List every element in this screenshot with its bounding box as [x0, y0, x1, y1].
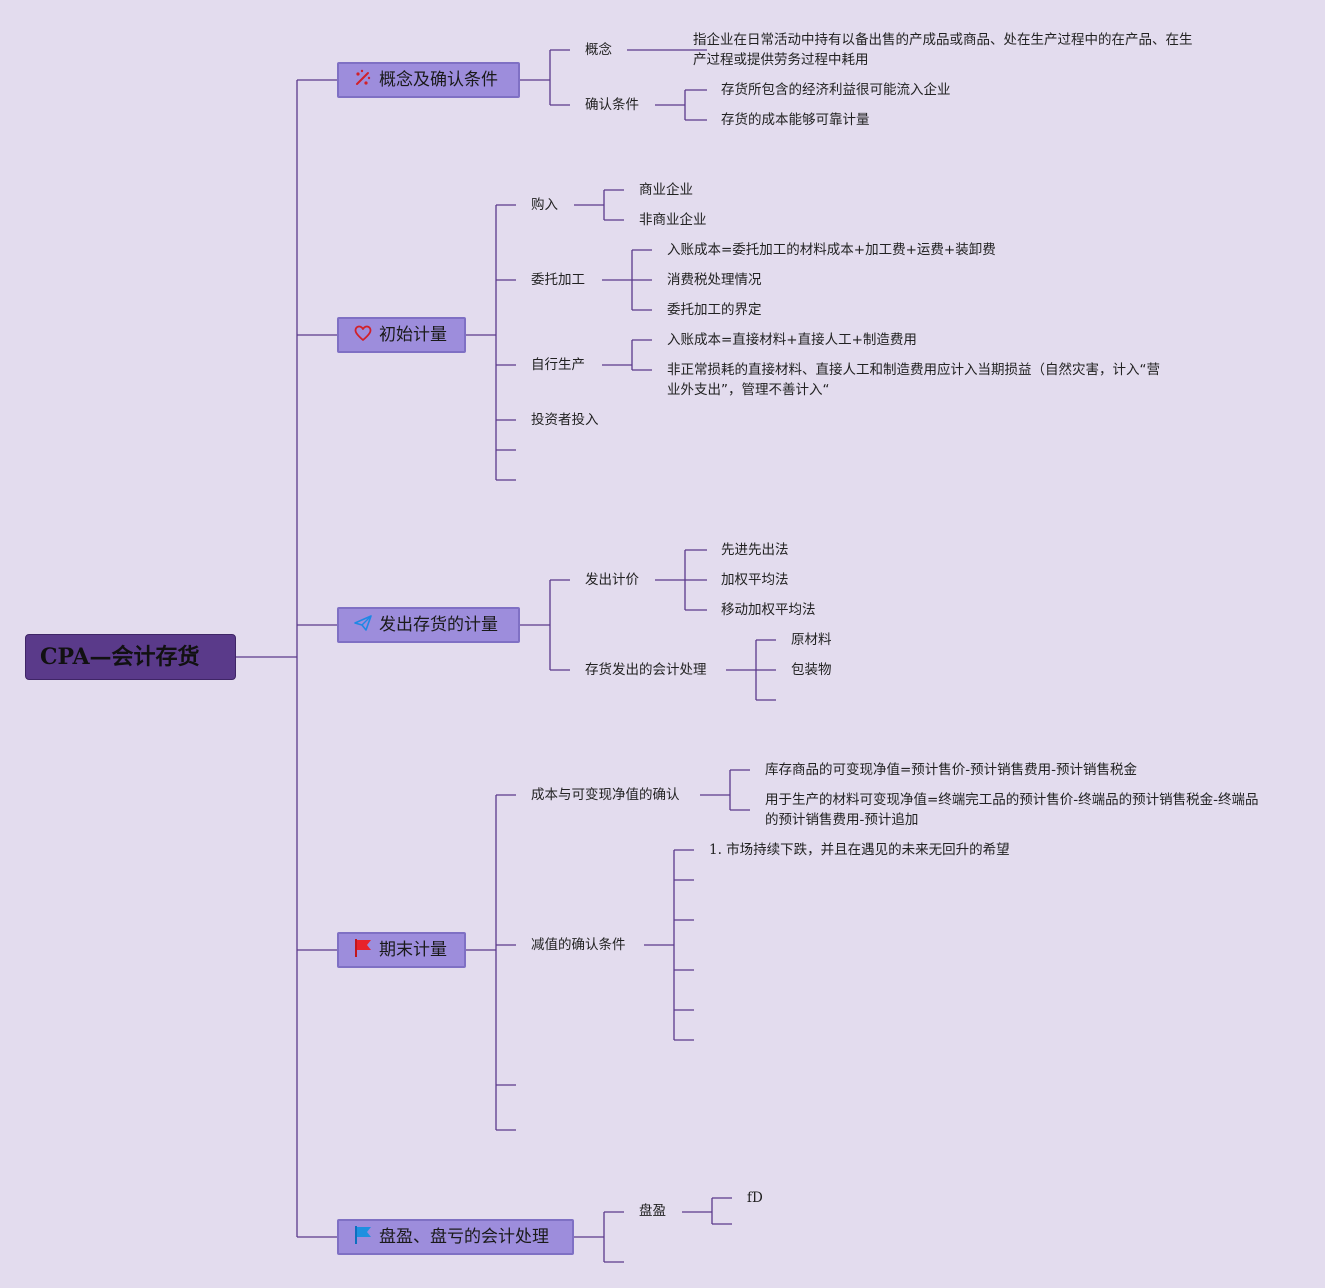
- purchase-non-commercial[interactable]: 非商业企业: [639, 212, 707, 228]
- paper-plane-icon: [353, 613, 375, 633]
- topic-outsourced-processing[interactable]: 委托加工: [531, 272, 585, 288]
- topic-label: 发出存货的计量: [379, 615, 498, 635]
- topic-cost-vs-nrv[interactable]: 成本与可变现净值的确认: [531, 787, 680, 803]
- issue-packaging[interactable]: 包装物: [791, 662, 832, 678]
- production-cost-formula[interactable]: 入账成本=直接材料+直接人工+制造费用: [667, 332, 917, 348]
- root-title: CPA—会计存货: [40, 644, 200, 670]
- topic-issued-inventory[interactable]: 发出存货的计量: [337, 607, 520, 643]
- topic-self-production[interactable]: 自行生产: [531, 357, 585, 373]
- root-topic[interactable]: CPA—会计存货: [25, 634, 236, 680]
- topic-label: 盘盈、盘亏的会计处理: [379, 1227, 549, 1247]
- purchase-commercial[interactable]: 商业企业: [639, 182, 693, 198]
- topic-surplus[interactable]: 盘盈: [639, 1203, 666, 1219]
- condition-economic-benefit[interactable]: 存货所包含的经济利益很可能流入企业: [721, 82, 951, 98]
- sparkle-icon: [353, 68, 375, 88]
- topic-period-end-measurement[interactable]: 期末计量: [337, 932, 466, 968]
- topic-issue-accounting[interactable]: 存货发出的会计处理: [585, 662, 707, 678]
- topic-label: 初始计量: [379, 325, 447, 345]
- issue-raw-materials[interactable]: 原材料: [791, 632, 832, 648]
- topic-surplus-shortage[interactable]: 盘盈、盘亏的会计处理: [337, 1219, 574, 1255]
- method-weighted-average[interactable]: 加权平均法: [721, 572, 789, 588]
- topic-investor-contribution[interactable]: 投资者投入: [531, 412, 599, 428]
- production-abnormal-loss[interactable]: 非正常损耗的直接材料、直接人工和制造费用应计入当期损益（自然灾害，计入“营业外支…: [667, 362, 1160, 398]
- topic-concept[interactable]: 概念: [585, 42, 612, 58]
- topic-label: 概念及确认条件: [379, 70, 498, 90]
- topic-label: 期末计量: [379, 940, 447, 960]
- topic-impairment-conditions[interactable]: 减值的确认条件: [531, 937, 626, 953]
- processing-definition[interactable]: 委托加工的界定: [667, 302, 762, 318]
- impairment-condition-1[interactable]: 1. 市场持续下跌，并且在遇见的未来无回升的希望: [709, 842, 1010, 858]
- topic-pricing-methods[interactable]: 发出计价: [585, 572, 639, 588]
- red-flag-icon: [353, 938, 375, 958]
- processing-cost-formula[interactable]: 入账成本=委托加工的材料成本+加工费+运费+装卸费: [667, 242, 996, 258]
- heart-icon: [353, 323, 375, 343]
- method-moving-average[interactable]: 移动加权平均法: [721, 602, 816, 618]
- topic-initial-measurement[interactable]: 初始计量: [337, 317, 466, 353]
- topic-purchase[interactable]: 购入: [531, 197, 558, 213]
- nrv-materials[interactable]: 用于生产的材料可变现净值=终端完工品的预计售价-终端品的预计销售税金-终端品的预…: [765, 792, 1259, 828]
- nrv-finished-goods[interactable]: 库存商品的可变现净值=预计售价-预计销售费用-预计销售税金: [765, 762, 1138, 778]
- topic-recognition-conditions[interactable]: 确认条件: [585, 97, 639, 113]
- concept-definition[interactable]: 指企业在日常活动中持有以备出售的产成品或商品、处在生产过程中的在产品、在生产过程…: [693, 32, 1193, 68]
- surplus-note[interactable]: fD: [747, 1190, 763, 1206]
- condition-reliable-cost[interactable]: 存货的成本能够可靠计量: [721, 112, 870, 128]
- method-fifo[interactable]: 先进先出法: [721, 542, 789, 558]
- blue-flag-icon: [353, 1225, 375, 1245]
- topic-concept-recognition[interactable]: 概念及确认条件: [337, 62, 520, 98]
- processing-consumption-tax[interactable]: 消费税处理情况: [667, 272, 762, 288]
